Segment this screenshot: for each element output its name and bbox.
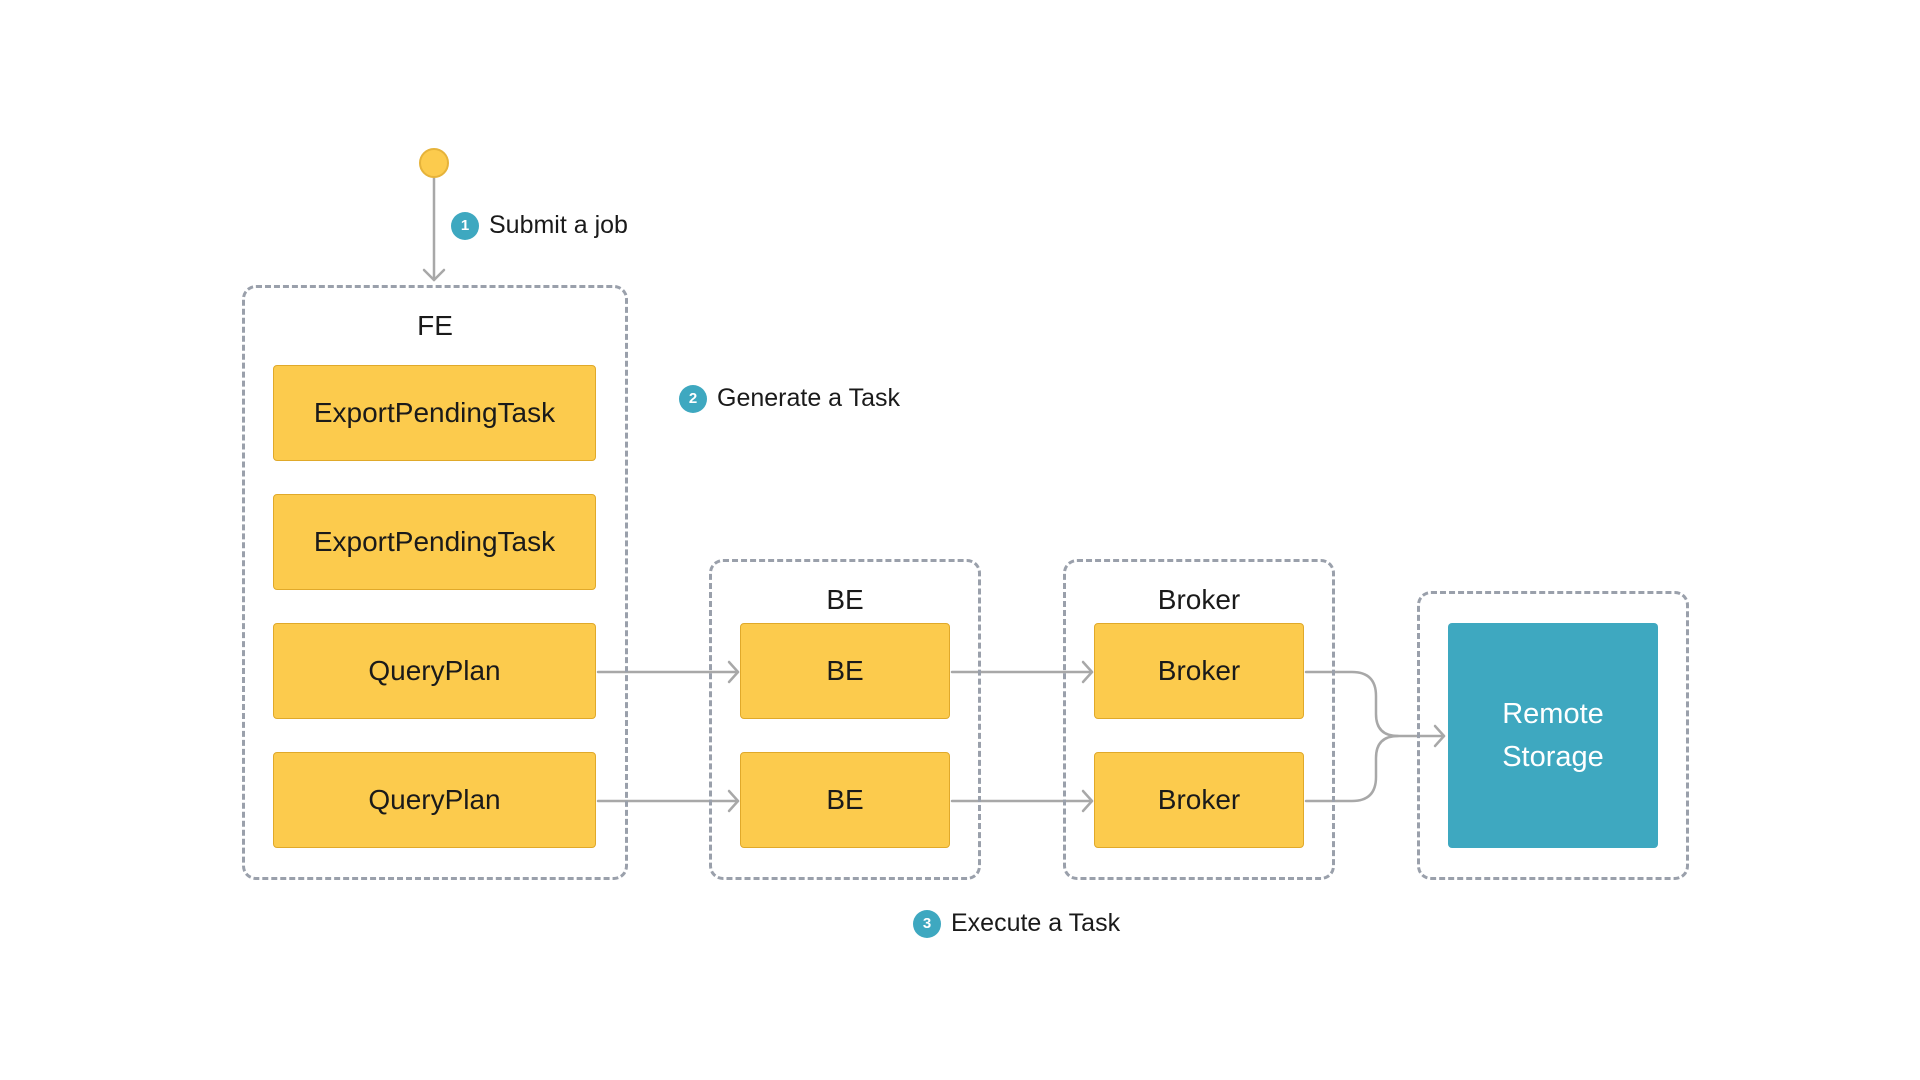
arrowhead-plan2-be2 [727, 789, 740, 813]
fe-container: FE [242, 285, 628, 880]
arrow-broker1-storage [1304, 670, 1446, 738]
export-pending-task-1[interactable]: ExportPendingTask [273, 365, 596, 461]
broker-container: Broker [1063, 559, 1335, 880]
step-label: Execute a Task [951, 909, 1121, 937]
storage-label-line1: Remote [1502, 697, 1604, 730]
storage-label-line2: Storage [1502, 740, 1604, 773]
storage-container [1417, 591, 1689, 880]
step-badge: 3 [913, 909, 941, 938]
fe-title: FE [417, 310, 453, 341]
step-label: Submit a job [489, 211, 628, 239]
broker-node-1[interactable]: Broker [1094, 623, 1304, 719]
arrowhead-be2-broker2 [1081, 789, 1094, 813]
arrowhead-plan1-be1 [727, 660, 740, 684]
export-pending-task-2[interactable]: ExportPendingTask [273, 494, 596, 590]
be-node-1[interactable]: BE [740, 623, 950, 719]
start-node [419, 148, 449, 178]
step-execute-task: 3 Execute a Task [913, 909, 1120, 938]
be-node-2[interactable]: BE [740, 752, 950, 848]
arrowhead-submit [422, 268, 446, 282]
step-generate-task: 2 Generate a Task [679, 384, 900, 413]
arrowhead-be1-broker1 [1081, 660, 1094, 684]
query-plan-1[interactable]: QueryPlan [273, 623, 596, 719]
be-container: BE [709, 559, 981, 880]
remote-storage[interactable]: Remote Storage [1448, 623, 1658, 848]
step-badge: 1 [451, 211, 479, 240]
be-title: BE [826, 584, 864, 615]
query-plan-2[interactable]: QueryPlan [273, 752, 596, 848]
arrowhead-storage [1433, 724, 1446, 748]
step-label: Generate a Task [717, 384, 900, 412]
step-badge: 2 [679, 384, 707, 413]
arrow-broker2-storage [1304, 734, 1400, 803]
broker-title: Broker [1157, 584, 1241, 615]
broker-node-2[interactable]: Broker [1094, 752, 1304, 848]
step-submit-job: 1 Submit a job [451, 211, 628, 240]
